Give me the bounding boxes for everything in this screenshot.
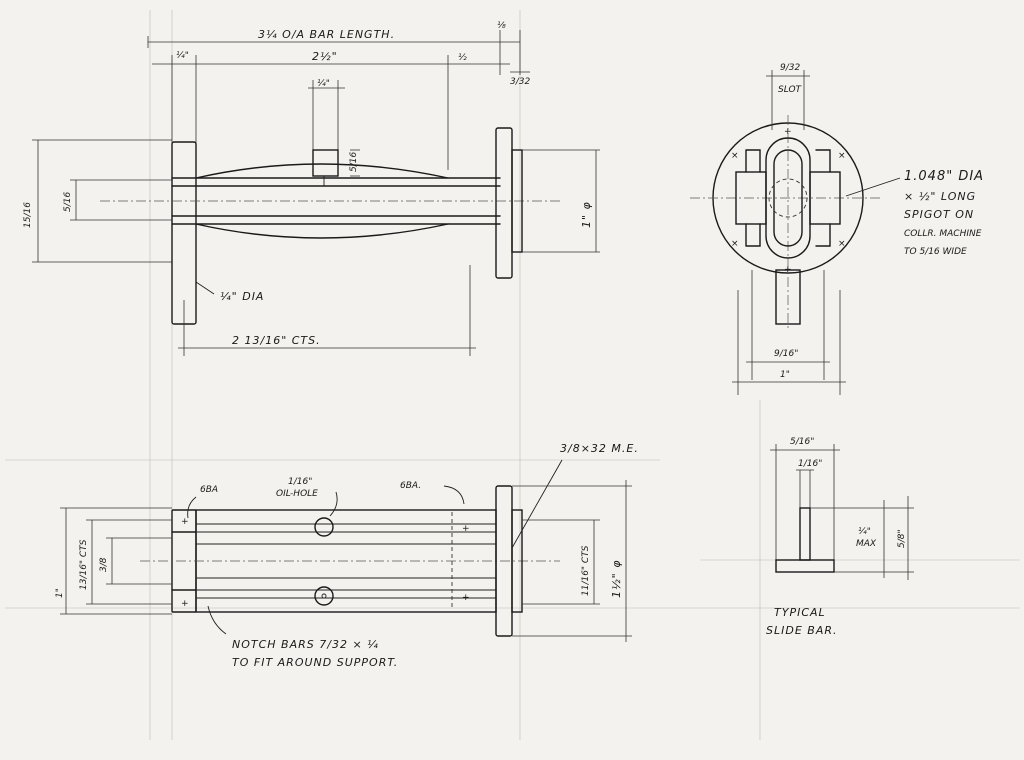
- top-view: 3¼ O/A BAR LENGTH. ⅛ ¼" 2½" ½ 3/32 ¼" 15…: [23, 21, 600, 356]
- slide-dim-five-16-label: 5/16": [790, 437, 814, 447]
- dim-two-half-label: 2½": [312, 50, 338, 63]
- slide-dim-one-16-label: 1/16": [798, 459, 822, 469]
- dim-fifteen-16-label: 15/16: [23, 202, 33, 228]
- left-support-column: [171, 141, 197, 325]
- notch-note-line2: TO FIT AROUND SUPPORT.: [232, 656, 398, 669]
- right-guide-block: [809, 171, 841, 225]
- svg-text:×: ×: [731, 151, 739, 161]
- slide-bar-flange: [775, 559, 835, 573]
- slide-bar-view: 5/16" 1/16" ¼" MAX 5/8" TYPICAL SLIDE BA…: [766, 437, 914, 637]
- right-flange: [495, 127, 513, 279]
- label-6ba-right: 6BA.: [400, 481, 421, 491]
- dim-eighth-label: ⅛: [497, 21, 506, 31]
- slide-dim-max-label: MAX: [856, 539, 877, 549]
- side-dim-one-half-label: 1½" φ: [610, 560, 623, 598]
- spigot-note-line1: 1.048" DIA: [904, 169, 984, 184]
- side-dim-three-8-label: 3/8: [99, 557, 109, 572]
- slide-bar-web: [799, 507, 811, 561]
- right-spigot: [511, 149, 523, 253]
- slot-inner: [773, 149, 803, 247]
- dim-five-16-left-label: 5/16: [63, 192, 73, 212]
- notch-note-line1: NOTCH BARS 7/32 × ¼: [232, 638, 379, 651]
- centres-label: 2 13/16" CTS.: [232, 334, 321, 347]
- dim-quarter-top-label: ¼": [317, 79, 330, 89]
- end-view-stem: [775, 269, 801, 325]
- slot-label: SLOT: [778, 85, 803, 95]
- spigot-note-line4: COLLR. MACHINE: [904, 229, 982, 239]
- dim-one-end-label: 1": [780, 370, 790, 380]
- svg-text:+: +: [181, 599, 189, 609]
- dim-nine-16-label: 9/16": [774, 349, 798, 359]
- label-oil-hole: 1/16": [288, 477, 312, 487]
- label-thread: 3/8×32 M.E.: [560, 442, 639, 455]
- dim-five-16-small-label: 5/16: [349, 152, 359, 172]
- crosshead-upper-curve: [195, 163, 449, 179]
- overall-length-label: 3¼ O/A BAR LENGTH.: [258, 28, 395, 41]
- svg-text:+: +: [462, 524, 470, 534]
- quarter-dia-note: ¼" DIA: [220, 290, 264, 303]
- dim-three-32-label: 3/32: [510, 77, 530, 87]
- svg-text:×: ×: [838, 239, 846, 249]
- slot-width-label: 9/32: [780, 63, 800, 73]
- side-view: + + + + 6BA 1/16" OIL-HOLE 6BA. 3/8×32 M…: [55, 442, 639, 669]
- spigot-note-line5: TO 5/16 WIDE: [904, 247, 967, 257]
- side-dim-one-label: 1": [55, 588, 65, 598]
- side-dim-thirteen-16-label: 13/16" CTS: [79, 539, 89, 590]
- dim-quarter-left-label: ¼": [176, 51, 189, 61]
- oil-hole-top: [314, 517, 334, 537]
- slide-caption-line2: SLIDE BAR.: [766, 624, 837, 637]
- slide-dim-five-8-label: 5/8": [897, 529, 907, 548]
- svg-text:×: ×: [731, 239, 739, 249]
- svg-text:+: +: [462, 593, 470, 603]
- end-view: × × × × + + 9/32 SLOT 9/16" 1" 1.048" DI…: [690, 63, 984, 395]
- spigot-note-line2: × ½" LONG: [904, 190, 976, 203]
- svg-text:+: +: [181, 517, 189, 527]
- dim-one-dia-label: 1" φ: [580, 201, 593, 228]
- spigot-note-line3: SPIGOT ON: [904, 208, 974, 221]
- oil-cup: [312, 149, 339, 177]
- oil-hole-bottom: [314, 586, 334, 606]
- slide-dim-quarter-label: ¼": [858, 527, 871, 537]
- side-dim-eleven-16-label: 11/16" CTS: [581, 545, 591, 596]
- svg-text:×: ×: [838, 151, 846, 161]
- dim-half-label: ½: [458, 53, 467, 63]
- label-oil-hole-2: OIL-HOLE: [276, 489, 318, 499]
- crosshead-lower-curve: [195, 223, 449, 239]
- slide-caption-line1: TYPICAL: [774, 606, 826, 619]
- side-right-spigot: [511, 509, 523, 613]
- label-6ba-left: 6BA: [200, 485, 218, 495]
- svg-text:+: +: [784, 127, 792, 137]
- left-guide-block: [735, 171, 767, 225]
